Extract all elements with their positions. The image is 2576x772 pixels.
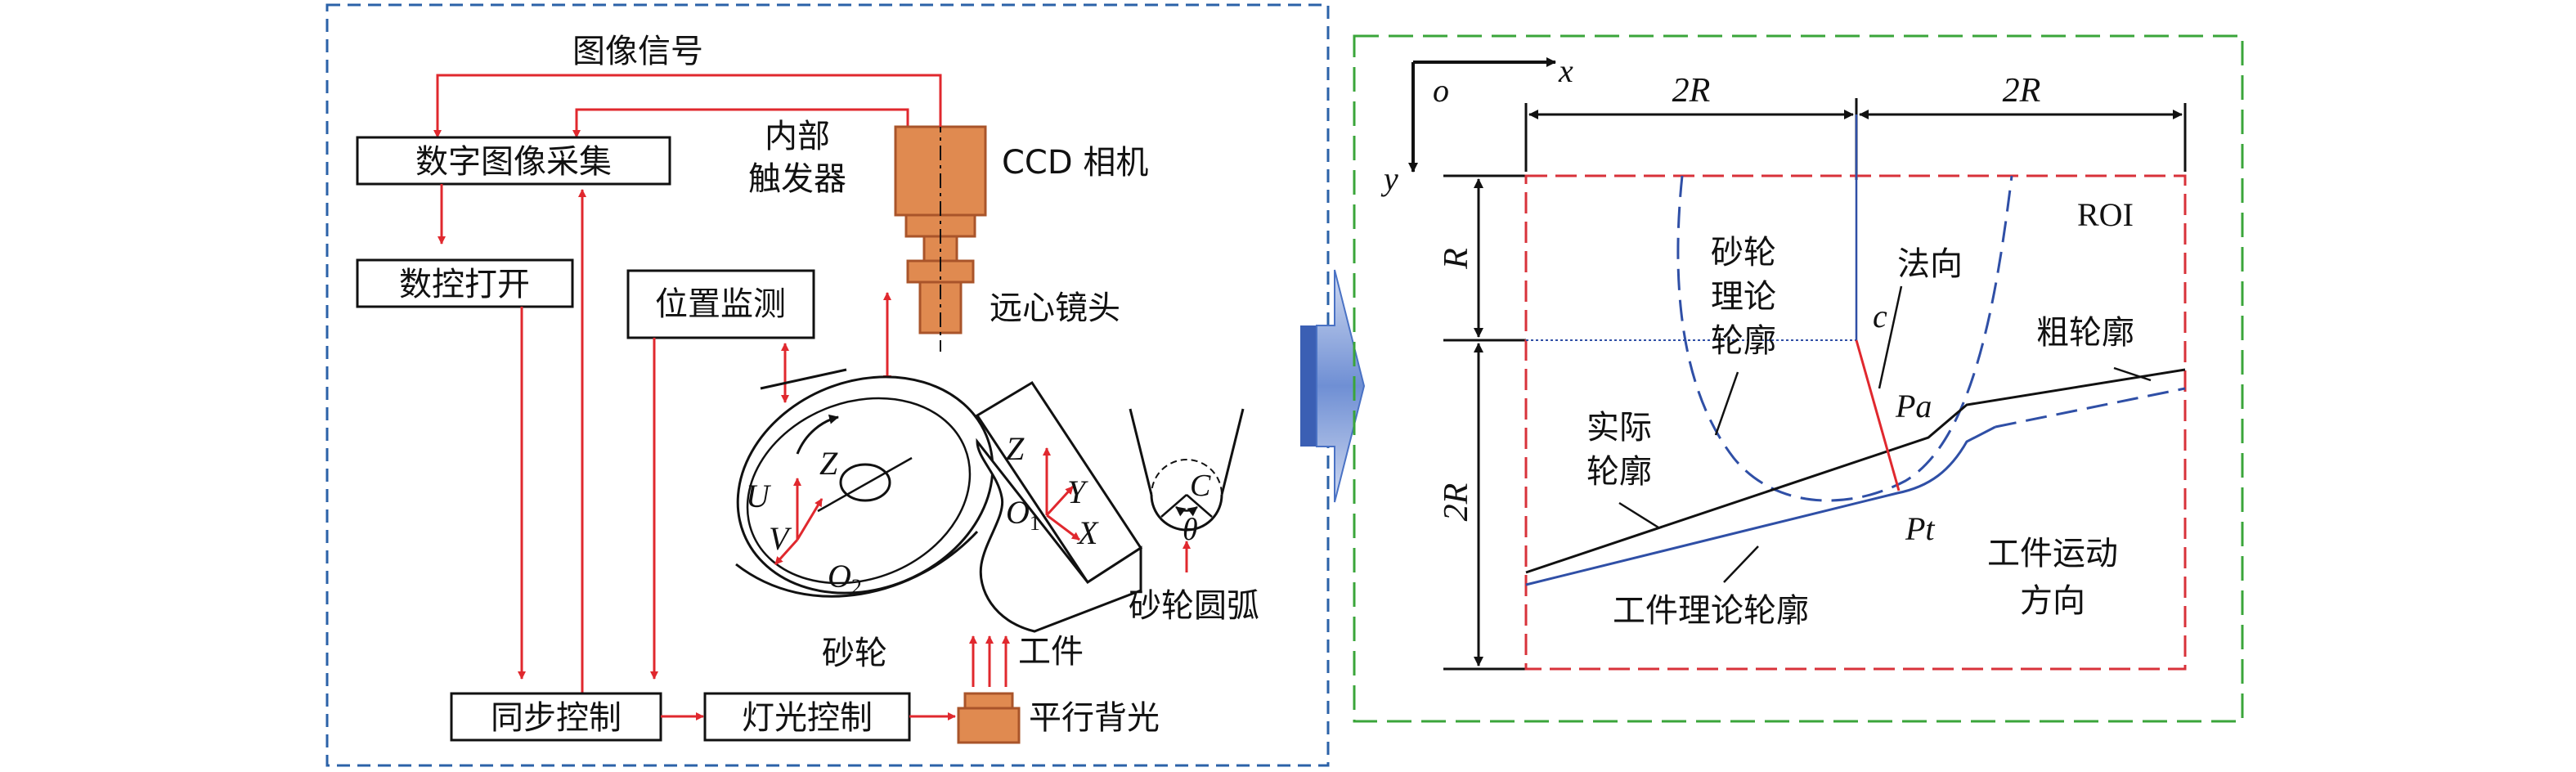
transition-arrow (1300, 269, 1366, 503)
workpiece-label: 工件 (1018, 633, 1084, 671)
parallel-backlight-label: 平行背光 (1029, 699, 1160, 737)
internal-trigger-label-1: 内部 (765, 118, 830, 155)
origin-o2-label: O2 (828, 558, 862, 599)
acquisition-label: 数字图像采集 (415, 143, 612, 181)
actual-contour (1525, 368, 2186, 574)
wp-axis-z-label: Z (1006, 430, 1025, 467)
position-monitor-label: 位置监测 (655, 285, 786, 323)
internal-trigger-label-2: 触发器 (748, 160, 846, 198)
sync-control-label: 同步控制 (491, 699, 622, 737)
light-control-box (703, 692, 911, 742)
axis-o-label: o (1433, 72, 1449, 109)
image-signal-label: 图像信号 (572, 33, 703, 70)
leader-lines (1618, 285, 2152, 583)
axis-x-label: x (1558, 52, 1573, 89)
arc-c-label: C (1190, 469, 1211, 503)
position-monitor-box (626, 269, 815, 339)
pa-label: Pa (1895, 388, 1932, 424)
workpiece-axes (1043, 447, 1080, 541)
wheel-arc-label: 砂轮圆弧 (1129, 587, 1259, 625)
wheel-theory-label-3: 轮廓 (1711, 322, 1776, 360)
wheel-theory-contour (1676, 175, 2013, 502)
acquisition-box (356, 136, 671, 186)
rough-contour-label: 粗轮廓 (2036, 314, 2134, 352)
c-label: c (1873, 298, 1887, 334)
backlight-rays (969, 635, 1010, 687)
sync-control-box (450, 692, 662, 742)
work-motion-label-2: 方向 (2020, 582, 2085, 620)
wheel-theory-label-1: 砂轮 (1711, 234, 1776, 272)
normal-label: 法向 (1897, 245, 1963, 283)
image-signal-path (433, 74, 942, 138)
axis-u-label: U (746, 478, 772, 514)
dim-vertical (1443, 174, 1526, 671)
grinding-wheel (735, 368, 994, 598)
workpiece-theory-label: 工件理论轮廓 (1613, 592, 1809, 630)
axis-y-label: y (1380, 160, 1398, 197)
wheel-theory-label-2: 理论 (1711, 278, 1776, 316)
dim-2r-right: 2R (2003, 72, 2041, 110)
right-panel-frame (1353, 34, 2244, 723)
dim-2r-vertical-label: 2R (1438, 483, 1475, 522)
cnc-open-label: 数控打开 (399, 266, 530, 303)
axis-v-label: V (769, 520, 792, 557)
actual-contour-label-1: 实际 (1586, 409, 1652, 447)
dim-r-label: R (1438, 248, 1475, 270)
wp-axis-x-label: X (1076, 514, 1099, 551)
telecentric-lens-label: 远心镜头 (990, 290, 1120, 327)
origin-o1-label: O1 (1006, 494, 1040, 535)
work-motion-label-1: 工件运动 (1987, 535, 2118, 572)
axis-z-label: Z (819, 445, 838, 482)
ccd-camera (894, 90, 987, 352)
light-control-label: 灯光控制 (742, 699, 873, 737)
actual-contour-label-2: 轮廓 (1586, 453, 1652, 491)
dim-horizontal (1524, 98, 2187, 180)
pt-label: Pt (1905, 510, 1935, 547)
workpiece-theory-contour-solid (1525, 425, 1996, 586)
normal-line (1855, 339, 1901, 491)
grinding-wheel-label: 砂轮 (822, 635, 887, 672)
wp-axis-y-label: Y (1067, 474, 1088, 510)
ccd-camera-label: CCD 相机 (1002, 144, 1148, 182)
wheel-arc-detail (1129, 408, 1245, 532)
cnc-open-box (356, 258, 574, 308)
dim-2r-left: 2R (1672, 72, 1711, 110)
internal-trigger-path (572, 108, 909, 138)
wheel-axes (774, 478, 824, 566)
parallel-backlight (957, 692, 1021, 744)
arc-theta-label: θ (1183, 513, 1198, 547)
roi-label: ROI (2077, 196, 2134, 233)
workpiece-block (975, 380, 1143, 633)
workpiece-theory-contour-dashed (1995, 387, 2186, 429)
